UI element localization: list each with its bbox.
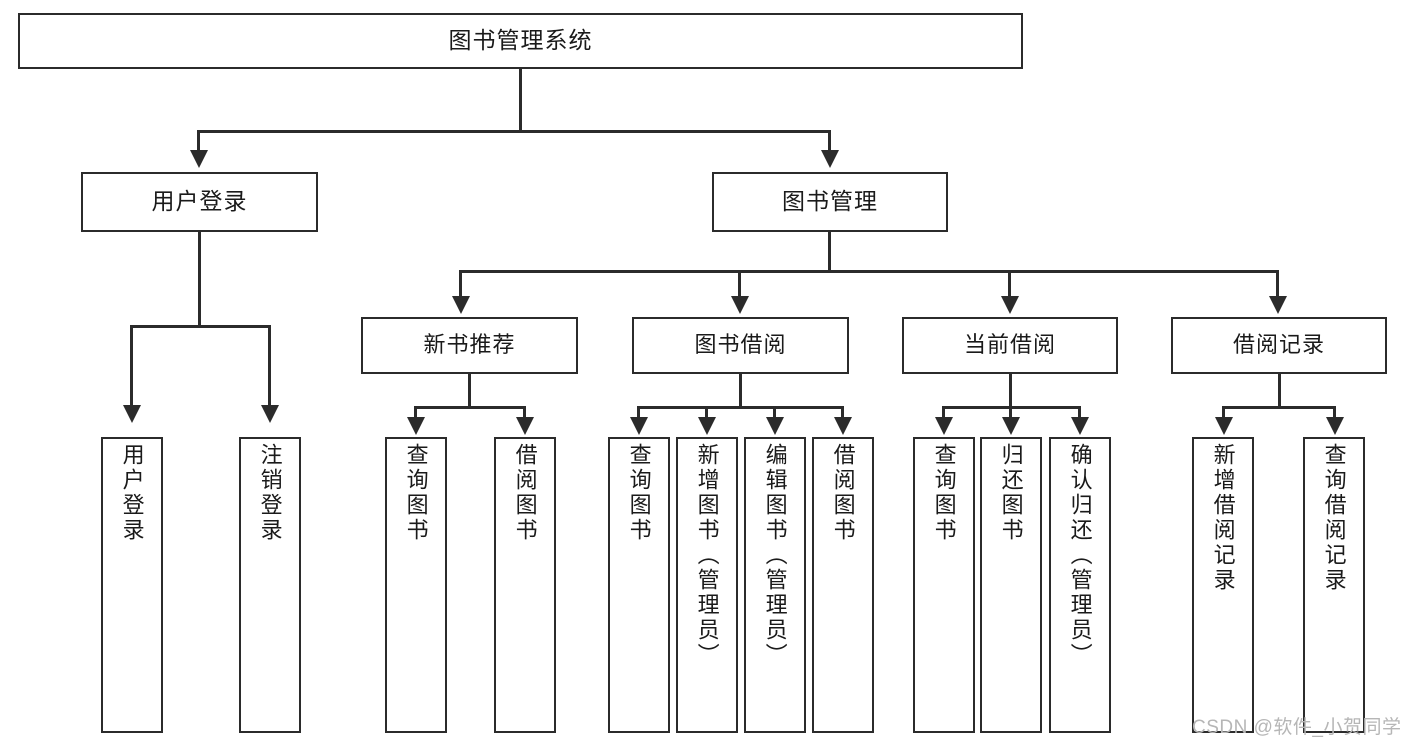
node-label: 查询借阅记录 [1321, 443, 1347, 593]
node-new-book-recommend[interactable]: 新书推荐 [361, 317, 578, 374]
connector-bookborrow-drop-4 [841, 406, 844, 420]
arrow-to-new-book-recommend [452, 296, 470, 314]
connector-bookborrow-drop-2 [705, 406, 708, 420]
node-label: 查询图书 [403, 443, 429, 543]
connector-borrowrecord-drop-2 [1333, 406, 1336, 420]
node-leaf-query-record[interactable]: 查询借阅记录 [1303, 437, 1365, 733]
connector-currentborrow-stem [1009, 374, 1012, 409]
connector-level3-drop-1 [459, 270, 462, 298]
node-label: 新书推荐 [423, 332, 516, 358]
node-label: 图书管理 [782, 188, 878, 215]
arrow-to-leaf-add-book [698, 417, 716, 435]
node-label: 用户登录 [119, 443, 145, 543]
connector-level3-drop-4 [1276, 270, 1279, 298]
connector-user-login-drop-1 [130, 325, 133, 407]
node-label: 查询图书 [931, 443, 957, 543]
node-current-borrow[interactable]: 当前借阅 [902, 317, 1118, 374]
node-label: 查询图书 [626, 443, 652, 543]
node-user-login[interactable]: 用户登录 [81, 172, 318, 232]
arrow-to-leaf-add-record [1215, 417, 1233, 435]
connector-newbook-stem [468, 374, 471, 409]
arrow-to-leaf-query-book-1 [407, 417, 425, 435]
connector-level3-drop-2 [738, 270, 741, 298]
arrow-to-leaf-edit-book [766, 417, 784, 435]
connector-bookborrow-drop-3 [773, 406, 776, 420]
connector-newbook-drop-2 [523, 406, 526, 420]
connector-newbook-drop-1 [414, 406, 417, 420]
arrow-to-current-borrow [1001, 296, 1019, 314]
connector-currentborrow-drop-2 [1009, 406, 1012, 420]
node-label: 新增借阅记录 [1210, 443, 1236, 593]
node-label: 注销登录 [257, 443, 283, 543]
arrow-to-book-management [821, 150, 839, 168]
connector-newbook-bar [414, 406, 526, 409]
connector-level3-bar [459, 270, 1279, 273]
node-leaf-borrow-book-2[interactable]: 借阅图书 [812, 437, 874, 733]
connector-borrowrecord-drop-1 [1222, 406, 1225, 420]
node-label: 借阅记录 [1232, 332, 1325, 358]
node-book-borrow[interactable]: 图书借阅 [632, 317, 849, 374]
connector-borrowrecord-stem [1278, 374, 1281, 409]
arrow-to-leaf-user-login [123, 405, 141, 423]
node-system-root[interactable]: 图书管理系统 [18, 13, 1023, 69]
arrow-to-leaf-query-book-2 [630, 417, 648, 435]
connector-bookborrow-drop-1 [637, 406, 640, 420]
node-label: 编辑图书（管理员） [762, 443, 788, 668]
node-leaf-query-book-2[interactable]: 查询图书 [608, 437, 670, 733]
arrow-to-leaf-query-book-3 [935, 417, 953, 435]
connector-borrowrecord-bar [1222, 406, 1336, 409]
connector-level2-drop-book [828, 130, 831, 152]
arrow-to-leaf-borrow-book-2 [834, 417, 852, 435]
connector-currentborrow-drop-3 [1078, 406, 1081, 420]
node-label: 借阅图书 [512, 443, 538, 543]
arrow-to-borrow-record [1269, 296, 1287, 314]
connector-currentborrow-drop-1 [942, 406, 945, 420]
connector-root-stem [519, 69, 522, 132]
arrow-to-leaf-logout-login [261, 405, 279, 423]
csdn-watermark: CSDN @软件_小贺同学 [1192, 717, 1402, 738]
node-label: 当前借阅 [963, 332, 1056, 358]
node-label: 归还图书 [998, 443, 1024, 543]
arrow-to-leaf-confirm-return [1071, 417, 1089, 435]
connector-bookborrow-stem [739, 374, 742, 409]
node-leaf-logout-login[interactable]: 注销登录 [239, 437, 301, 733]
arrow-to-leaf-query-record [1326, 417, 1344, 435]
connector-user-login-drop-2 [268, 325, 271, 407]
arrow-to-leaf-borrow-book-1 [516, 417, 534, 435]
node-leaf-query-book-3[interactable]: 查询图书 [913, 437, 975, 733]
node-label: 确认归还（管理员） [1067, 443, 1093, 668]
node-label: 新增图书（管理员） [694, 443, 720, 668]
arrow-to-user-login [190, 150, 208, 168]
connector-level3-drop-3 [1008, 270, 1011, 298]
node-label: 图书管理系统 [448, 27, 593, 54]
node-label: 图书借阅 [694, 332, 787, 358]
connector-bookborrow-bar [637, 406, 844, 409]
node-label: 借阅图书 [830, 443, 856, 543]
node-borrow-record[interactable]: 借阅记录 [1171, 317, 1387, 374]
connector-user-login-bar [130, 325, 271, 328]
node-leaf-edit-book[interactable]: 编辑图书（管理员） [744, 437, 806, 733]
node-leaf-confirm-return[interactable]: 确认归还（管理员） [1049, 437, 1111, 733]
node-leaf-user-login[interactable]: 用户登录 [101, 437, 163, 733]
node-leaf-query-book-1[interactable]: 查询图书 [385, 437, 447, 733]
node-leaf-add-book[interactable]: 新增图书（管理员） [676, 437, 738, 733]
arrow-to-leaf-return-book [1002, 417, 1020, 435]
arrow-to-book-borrow [731, 296, 749, 314]
node-label: 用户登录 [151, 188, 248, 215]
node-leaf-borrow-book-1[interactable]: 借阅图书 [494, 437, 556, 733]
connector-level2-bar [197, 130, 831, 133]
connector-book-mgmt-stem [828, 232, 831, 272]
node-leaf-return-book[interactable]: 归还图书 [980, 437, 1042, 733]
node-leaf-add-record[interactable]: 新增借阅记录 [1192, 437, 1254, 733]
connector-user-login-stem [198, 232, 201, 327]
node-book-management[interactable]: 图书管理 [712, 172, 948, 232]
connector-level2-drop-user [197, 130, 200, 152]
